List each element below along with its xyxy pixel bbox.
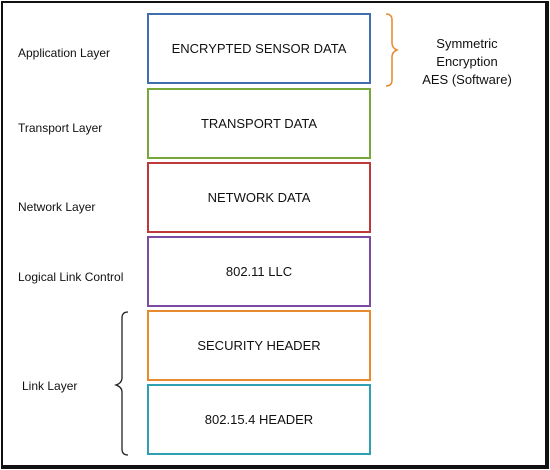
link-layer-bracket xyxy=(113,311,129,456)
label-network-layer: Network Layer xyxy=(18,200,96,214)
label-link-layer: Link Layer xyxy=(22,379,78,393)
box-network-data: NETWORK DATA xyxy=(147,162,371,233)
box-802-11-llc: 802.11 LLC xyxy=(147,236,371,307)
box-security-header: SECURITY HEADER xyxy=(147,310,371,381)
label-logical-link-control: Logical Link Control xyxy=(18,270,124,284)
box-transport-data: TRANSPORT DATA xyxy=(147,88,371,159)
label-transport-layer: Transport Layer xyxy=(18,121,103,135)
encryption-note-line1: Symmetric Encryption xyxy=(436,36,498,69)
encryption-bracket xyxy=(385,13,400,87)
box-encrypted-sensor-data: ENCRYPTED SENSOR DATA xyxy=(147,13,371,84)
encryption-note-line2: AES (Software) xyxy=(422,72,512,87)
encryption-note: Symmetric Encryption AES (Software) xyxy=(404,35,530,89)
box-802-15-4-header: 802.15.4 HEADER xyxy=(147,384,371,455)
label-application-layer: Application Layer xyxy=(18,46,111,60)
